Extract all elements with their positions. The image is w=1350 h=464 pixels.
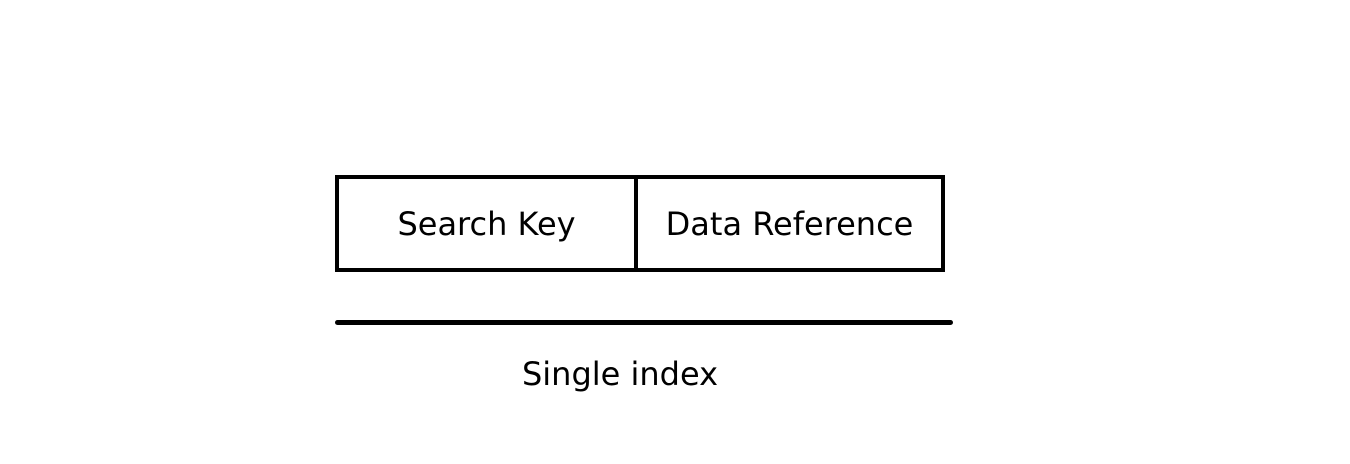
index-entry-record: Search Key Data Reference xyxy=(335,175,945,272)
data-reference-cell: Data Reference xyxy=(638,179,941,268)
diagram-caption: Single index xyxy=(521,355,719,393)
search-key-label: Search Key xyxy=(397,204,576,243)
index-span-line xyxy=(335,320,953,325)
data-reference-label: Data Reference xyxy=(665,204,914,243)
search-key-cell: Search Key xyxy=(339,179,638,268)
